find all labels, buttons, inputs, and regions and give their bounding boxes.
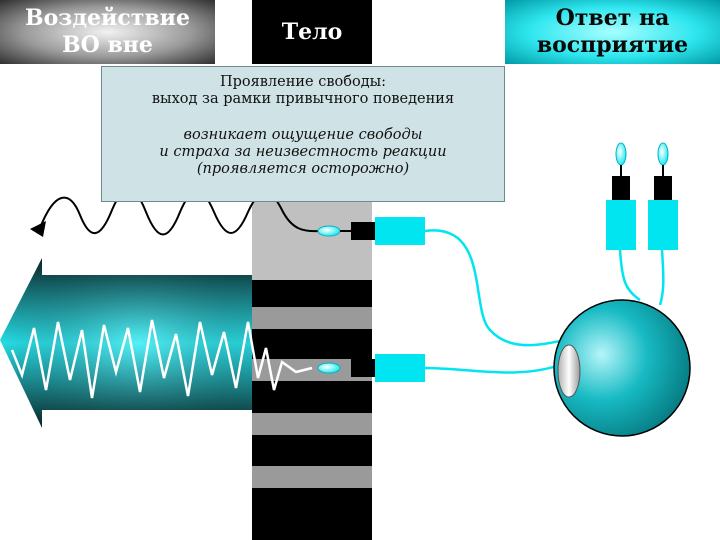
header-left-line-2: ВО вне [62, 32, 153, 58]
body-stripe [252, 466, 372, 488]
arrow-signal-spikes [10, 319, 313, 399]
right-sensor-1-tip [615, 142, 627, 166]
note-title-line-2: выход за рамки привычного поведения [151, 91, 455, 107]
header-right-line-2: восприятие [536, 32, 689, 58]
note-italic-line-3: (проявляется осторожно) [196, 161, 410, 177]
right-sensor-2-box [648, 200, 678, 250]
note-italic-line-2: и страха за неизвестность реакции [159, 144, 447, 160]
lower-sensor-plug [351, 359, 375, 377]
wavy-arrowhead [30, 221, 46, 237]
header-left-line-1: Воздействие [25, 5, 190, 31]
upper-sensor-box [375, 217, 425, 245]
right-sensor-1-plug [612, 176, 630, 200]
wire-lower [424, 363, 561, 374]
body-stripe [252, 307, 372, 329]
sphere-body [553, 299, 691, 437]
wire-right-2 [658, 249, 665, 306]
body-stripe [252, 413, 372, 435]
right-sensor-2 [648, 142, 678, 250]
lower-sensor [317, 354, 425, 382]
upper-sensor [317, 217, 425, 245]
header-response: Ответ на восприятие [505, 0, 720, 64]
freedom-note-box: Проявление свободы: выход за рамки привы… [101, 66, 505, 202]
header-right-line-1: Ответ на [555, 5, 670, 31]
note-italic-line-1: возникает ощущение свободы [183, 127, 423, 143]
lower-sensor-tip [317, 362, 341, 374]
upper-sensor-tip [317, 225, 341, 237]
eye-lens [557, 344, 581, 398]
right-sensor-1-box [606, 200, 636, 250]
wires [424, 229, 665, 374]
wire-right-1 [618, 249, 641, 302]
right-sensor-2-tip [657, 142, 669, 166]
wire-upper [424, 229, 566, 347]
lower-sensor-box [375, 354, 425, 382]
upper-sensor-plug [351, 222, 375, 240]
right-sensor-2-plug [654, 176, 672, 200]
large-left-arrow [0, 258, 313, 428]
header-body: Тело [252, 0, 372, 64]
right-sensor-1 [606, 142, 636, 250]
header-center-label: Тело [281, 18, 343, 45]
note-title-line-1: Проявление свободы: [219, 74, 387, 90]
eye-sphere [553, 299, 691, 437]
header-external-impact: Воздействие ВО вне [0, 0, 215, 64]
